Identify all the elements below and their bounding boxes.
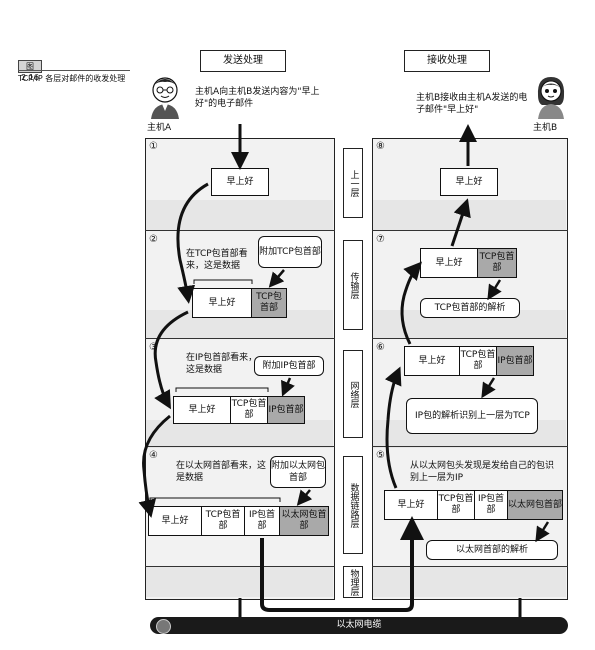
ip-header-box: IP包首部 [496,346,534,376]
figure-caption: TCP/IP 各层对邮件的收发处理 [18,74,126,83]
tcp-header-box: TCP包首部 [251,288,287,318]
tcp-header-box: TCP包首部 [201,506,245,536]
step-2: ② [149,234,158,245]
eth-header-box: 以太网包首部 [279,506,329,536]
row-divider [145,566,335,567]
host-a-avatar-icon [147,75,183,119]
row-divider [372,230,568,231]
caption-divider [18,70,130,71]
step-1: ① [149,141,158,152]
eth-view-note: 在以太网首部看来，这是数据 [176,461,267,483]
layer-label-network: 网络层 [343,350,363,438]
add-eth-callout: 附加以太网包首部 [270,456,326,488]
row-divider [145,446,335,447]
eth-detect-note: 从以太网包头发现是发给自己的包识别上一层为IP [410,461,555,483]
eth-header-box: 以太网包首部 [507,490,563,520]
step-3: ③ [149,342,158,353]
step-5: ⑤ [376,450,385,461]
row-divider [145,230,335,231]
data-box-step4: 早上好 [148,506,202,536]
layer-label-physical: 物理层 [343,566,363,598]
step-4: ④ [149,450,158,461]
data-box-step1: 早上好 [211,168,269,196]
layer-label-transport: 传输层 [343,240,363,330]
host-a-label: 主机A [147,123,172,133]
row-divider [372,566,568,567]
data-box-step8: 早上好 [440,168,498,196]
add-tcp-callout: 附加TCP包首部 [258,236,322,268]
send-header: 发送处理 [200,50,286,72]
tcp-header-box: TCP包首部 [459,346,497,376]
step-8: ⑧ [376,141,385,152]
tcp-view-note: 在TCP包首部看来，这是数据 [186,249,248,271]
ip-parse-callout: IP包的解析识别上一层为TCP [406,398,538,434]
ethernet-cable: 以太网电缆 [150,617,568,634]
layer-label-datalink: 数据链路层 [343,456,363,554]
host-b-label: 主机B [533,123,558,133]
tcp-header-box: TCP包首部 [477,248,517,278]
data-box-step2: 早上好 [192,288,252,318]
add-ip-callout: 附加IP包首部 [254,356,324,376]
eth-parse-callout: 以太网首部的解析 [426,540,558,560]
figure-tag: 图 2.16 [18,60,42,82]
receive-header: 接收处理 [404,50,490,72]
host-b-avatar-icon [533,75,569,119]
ip-view-note: 在IP包首部看来，这是数据 [186,353,258,375]
host-b-note: 主机B接收由主机A发送的电子邮件"早上好" [416,93,528,115]
row-divider [372,446,568,447]
tcp-parse-callout: TCP包首部的解析 [420,298,520,318]
row-divider [372,338,568,339]
cable-end-icon [156,619,171,634]
row-divider [145,338,335,339]
step-6: ⑥ [376,342,385,353]
layer-label-upper: 上一层 [343,148,363,218]
host-a-note: 主机A向主机B发送内容为"早上好"的电子邮件 [195,87,320,109]
step-7: ⑦ [376,234,385,245]
